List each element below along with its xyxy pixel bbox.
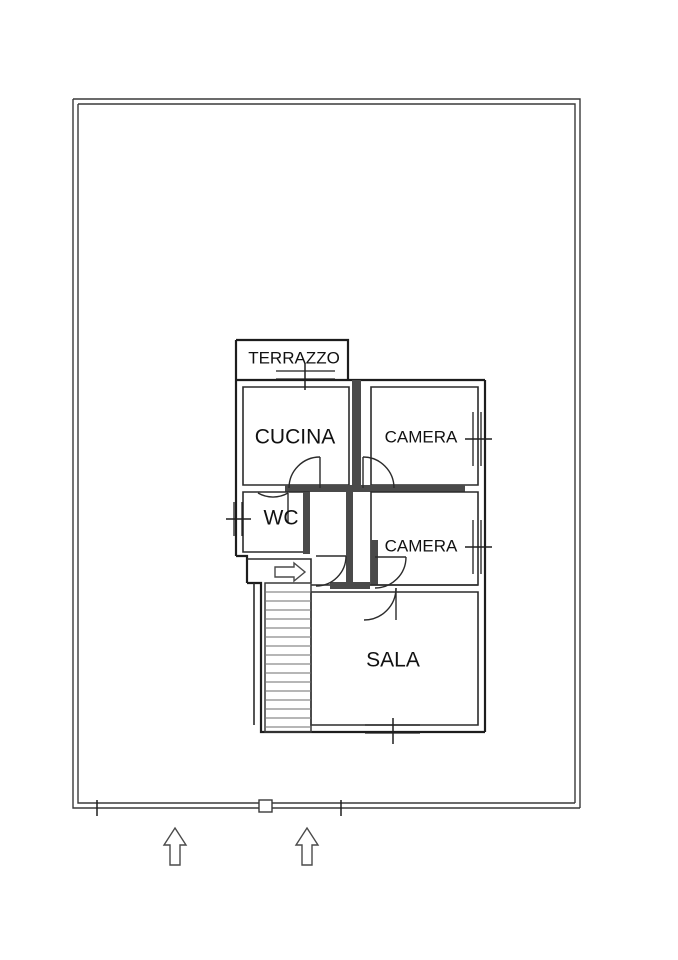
window-sala-bottom [365, 718, 420, 744]
room-label-camera-1: CAMERA [385, 427, 458, 446]
gate-post [258, 799, 273, 813]
entry-arrow-left [162, 826, 188, 866]
room-label-cucina: CUCINA [255, 426, 336, 449]
interior-walls [242, 380, 479, 726]
door-wc [257, 492, 289, 523]
door-cucina [288, 456, 321, 489]
door-camera1 [362, 456, 395, 489]
wall-corridor-right [346, 492, 353, 587]
room-label-terrazzo: TERRAZZO [248, 348, 340, 367]
door-camera2 [374, 556, 407, 589]
wall-wc-right [303, 492, 310, 554]
stair-direction-arrow [274, 561, 307, 583]
door-landing [315, 555, 347, 587]
wall-camera2-jamb [371, 540, 378, 585]
window-terrazzo-top [276, 363, 335, 390]
property-boundary [72, 98, 581, 816]
staircase [264, 561, 312, 733]
room-label-wc: WC [264, 507, 299, 530]
window-camera1-right [465, 412, 492, 466]
doors-group [257, 456, 407, 621]
wall-center-upper [352, 380, 361, 490]
window-wc-left [226, 502, 251, 536]
room-label-camera-2: CAMERA [385, 536, 458, 555]
wall-above-sala [330, 582, 370, 589]
door-sala [363, 587, 397, 621]
wall-under-cucina [285, 485, 465, 492]
entry-arrow-right [294, 826, 320, 866]
room-label-sala: SALA [366, 649, 420, 672]
stair-treads [265, 591, 311, 728]
windows-group [226, 363, 492, 744]
window-camera2-right [465, 520, 492, 574]
